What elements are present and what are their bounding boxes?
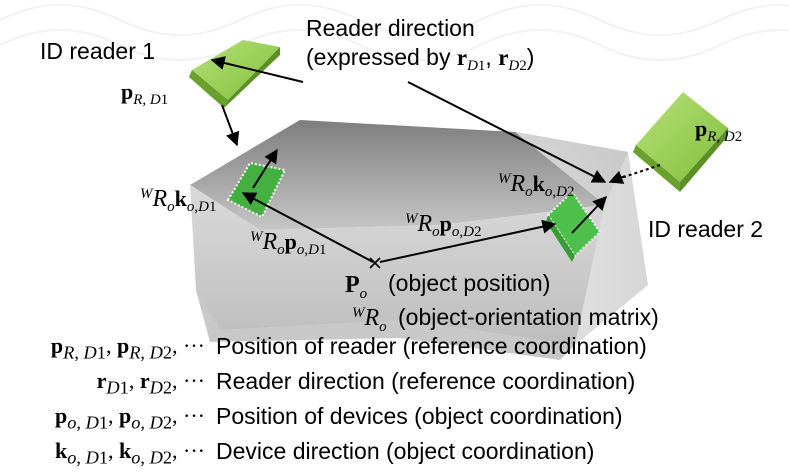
arrow-k-o-d2 xyxy=(571,195,607,234)
id-reader-2-device xyxy=(633,92,728,192)
id-reader-1-label: ID reader 1 xyxy=(40,38,155,64)
reader-direction-title: Reader direction xyxy=(306,15,475,41)
object-origin-marker xyxy=(369,257,381,269)
arrow-p-o-d1 xyxy=(241,192,374,263)
wro-p-o-d2-label: WRopo,D2 xyxy=(405,211,482,240)
legend-description: Device direction (object coordination) xyxy=(216,438,595,464)
object-bottom-shadow xyxy=(196,290,575,360)
wro-p-o-d1-label: WRopo,D1 xyxy=(250,229,327,258)
legend-symbol: po, D1, po, D2, ··· xyxy=(54,403,205,433)
arrow-k-o-d1 xyxy=(252,148,278,189)
wro-k-o-d2-label: WRoko,D2 xyxy=(498,171,575,200)
arrow-p-o-d2 xyxy=(379,219,557,263)
object-right-face xyxy=(515,132,648,345)
object-front-face xyxy=(190,185,605,345)
object-position-label: (object position) xyxy=(388,270,550,296)
p-o-symbol: Po xyxy=(345,272,368,302)
reader-direction-expressed: (expressed by rD1, rD2) xyxy=(306,44,534,74)
arrows xyxy=(210,56,661,263)
legend-description: Reader direction (reference coordination… xyxy=(216,368,636,394)
id-reader-2-label: ID reader 2 xyxy=(648,216,763,242)
legend-description: Position of reader (reference coordinati… xyxy=(216,333,647,359)
legend-symbol: rD1, rD2, ··· xyxy=(96,368,205,398)
arrow-reader1-to-device1 xyxy=(221,104,240,147)
legend-symbol: pR, D1, pR, D2, ··· xyxy=(50,333,205,363)
legend-symbol: ko, D1, ko, D2, ··· xyxy=(54,438,205,468)
p-r-d2-label: pR, D2 xyxy=(695,116,742,145)
object-top-face xyxy=(190,120,628,230)
p-r-d1-label: pR, D1 xyxy=(121,79,168,108)
object-orientation-label: (object-orientation matrix) xyxy=(398,304,659,330)
legend-description: Position of devices (object coordination… xyxy=(216,403,623,429)
wro-k-o-d1-label: WRoko,D1 xyxy=(140,186,217,215)
wro-symbol: WRo xyxy=(352,305,387,335)
background-pattern xyxy=(0,4,789,61)
id-reader-1-device xyxy=(189,40,280,108)
arrow-reader-direction-to-2 xyxy=(407,81,607,183)
arrow-reader-direction-to-1 xyxy=(210,56,304,83)
object-body xyxy=(190,120,648,360)
